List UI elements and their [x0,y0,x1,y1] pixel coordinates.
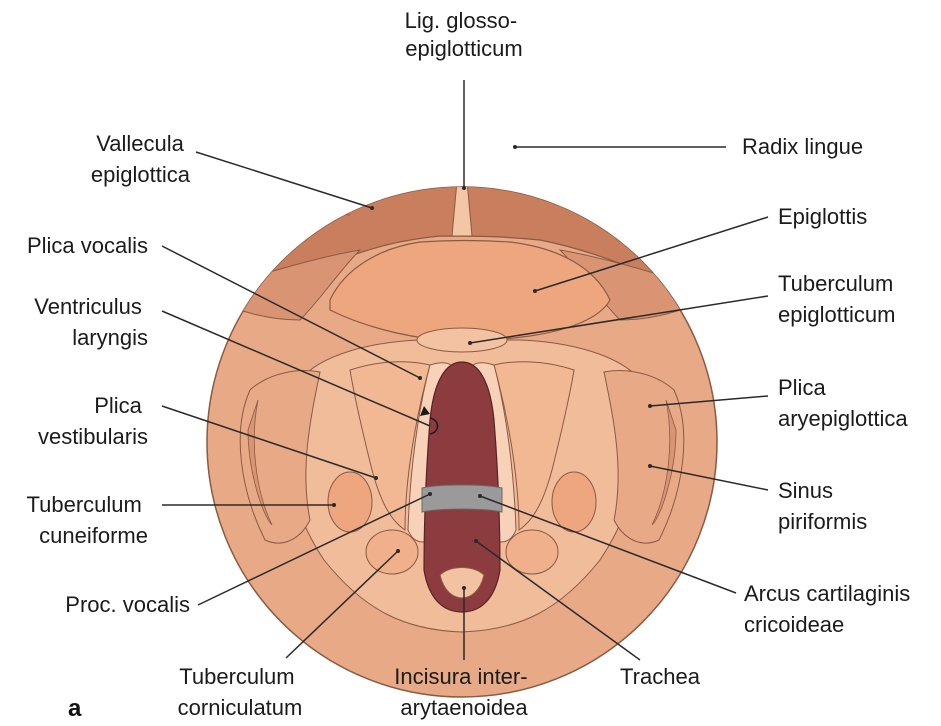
label-ventriculus-laryngis: Ventriculus laryngis [34,294,148,350]
panel-label: a [68,695,82,722]
leader-dot [474,539,478,543]
leader-dot [462,186,466,190]
leader-vallecula [196,152,372,208]
leader-dot [462,586,466,590]
label-vallecula-epiglottica: Vallecula epiglottica [91,131,191,187]
cuneiform-tubercle-right [552,472,596,532]
leader-dot [513,145,517,149]
leader-dot [396,549,400,553]
label-proc-vocalis: Proc. vocalis [65,592,190,617]
leader-dot [428,492,432,496]
label-epiglottis: Epiglottis [778,204,867,229]
leader-dot [374,476,378,480]
glossoepiglottic-ligament [452,170,472,236]
leader-dot [370,206,374,210]
leader-dot [478,494,482,498]
leader-dot [648,404,652,408]
cricoid-arch [422,485,502,512]
label-sinus-piriformis: Sinus piriformis [778,478,867,534]
label-tuberculum-cuneiforme: Tuberculum cuneiforme [27,492,148,548]
leader-dot [648,464,652,468]
label-lig-glossoepiglotticum: Lig. glosso- epiglotticum [405,8,524,61]
tongue-fold [300,163,455,175]
leader-dot [332,503,336,507]
label-trachea: Trachea [620,664,701,689]
label-plica-vocalis: Plica vocalis [27,233,148,258]
label-tuberculum-epiglotticum: Tuberculum epiglotticum [778,271,899,327]
label-arcus-cartilaginis-cricoideae: Arcus cartilaginis cricoideae [744,581,916,637]
label-plica-vestibularis: Plica vestibularis [38,393,148,449]
leader-dot [533,289,537,293]
cuneiform-tubercle-left [328,472,372,532]
leader-dot [468,341,472,345]
label-radix-lingue: Radix lingue [742,134,863,159]
corniculate-tubercle-left [366,530,418,574]
label-tuberculum-corniculatum: Tuberculum corniculatum [178,664,303,720]
corniculate-tubercle-right [506,530,558,574]
leader-dot [418,376,422,380]
tongue-fold [475,162,625,175]
label-plica-aryepiglottica: Plica aryepiglottica [778,375,908,431]
